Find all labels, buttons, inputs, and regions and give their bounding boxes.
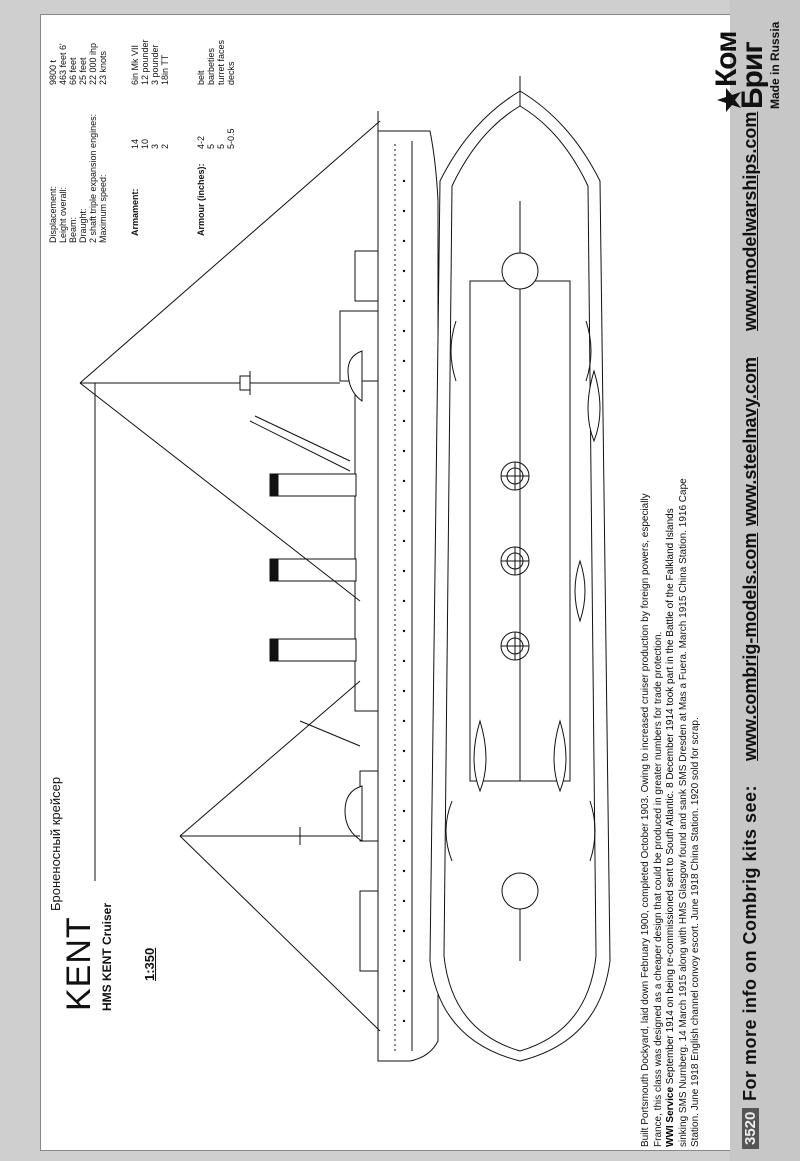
star-icon [717,88,741,112]
deck-plan-drawing [429,76,611,1062]
side-profile-drawing [79,111,439,1062]
funnel-plan-2 [500,546,530,576]
funnel-plan-3 [500,461,530,491]
combrig-logo: Ком Бриг Made in Russia [710,9,790,149]
funnel-plan-1 [500,631,530,661]
side-strip [730,0,800,1161]
